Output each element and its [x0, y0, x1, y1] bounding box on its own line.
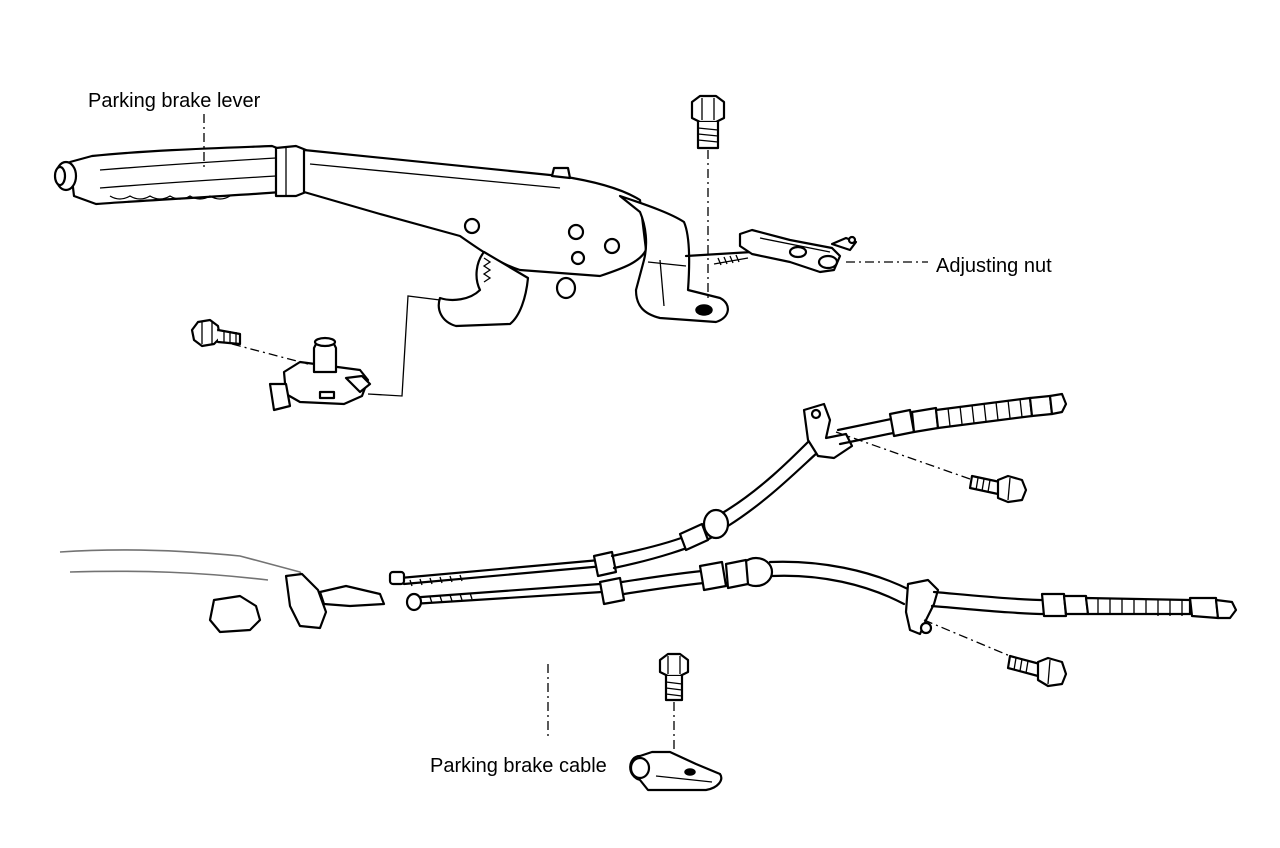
label-parking-brake-cable: Parking brake cable: [430, 755, 607, 777]
parking-brake-lever: [53, 144, 754, 328]
bracket-bolt-top: [690, 94, 726, 300]
adjusting-nut-equalizer: [738, 228, 928, 274]
label-parking-brake-lever: Parking brake lever: [88, 90, 261, 112]
parking-brake-switch: [231, 295, 441, 412]
cable-clip: [629, 652, 723, 792]
cable-bolt-lower: [1006, 654, 1068, 688]
label-adjusting-nut: Adjusting nut: [936, 255, 1052, 277]
switch-bolt: [190, 318, 242, 348]
parking-brake-cable-assembly: [59, 392, 1238, 740]
cable-bolt-upper: [968, 474, 1028, 504]
